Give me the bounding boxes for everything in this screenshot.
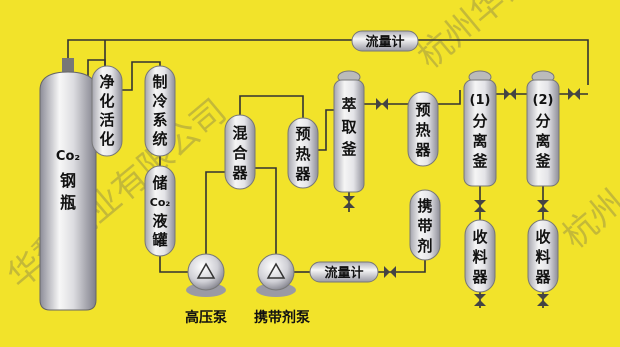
pipe-storage-pump	[159, 252, 192, 273]
entrainer-pump-label: 携带剂泵	[254, 309, 310, 326]
cylinder-label-co2: Co₂	[56, 149, 80, 164]
sep2-char-2: 分	[535, 112, 550, 130]
valve-sep2-out	[568, 88, 580, 100]
mixer-column: 混 合 器	[224, 114, 256, 190]
storage-char-1: 储	[152, 174, 167, 192]
collector-2-column: 收 料 器	[527, 219, 559, 293]
preheater-b-char-1: 预	[415, 101, 430, 119]
pipe-entrainer-mixer	[255, 167, 277, 258]
preheater-b-column: 预 热 器	[407, 91, 439, 167]
cooling-char-2: 冷	[152, 92, 167, 110]
preheater-b-char-3: 器	[414, 141, 431, 159]
collector2-char-3: 器	[534, 268, 551, 286]
flowmeter-top-label: 流量计	[365, 34, 404, 50]
purifier-column: 净 化 活 化	[91, 65, 123, 157]
co2-cylinder: Co₂ 钢 瓶	[39, 58, 97, 311]
valve-extractor-bottom	[343, 196, 355, 208]
extraction-vessel: 萃 取 釜	[333, 70, 365, 193]
valve-extractor-out	[376, 98, 388, 110]
purifier-char-3: 活	[99, 111, 114, 129]
extractor-char-3: 釜	[340, 140, 357, 158]
flowmeter-bottom-label: 流量计	[324, 265, 363, 281]
cylinder-valve-head	[62, 58, 74, 72]
sep2-char-3: 离	[535, 132, 550, 150]
pipe-pump-mixer	[205, 171, 226, 258]
valve-sep1-bottom	[474, 200, 486, 212]
sep2-char-4: 釜	[534, 152, 551, 170]
preheater-a-char-2: 热	[295, 145, 310, 163]
pipe-preheater-extractor	[316, 109, 334, 151]
storage-char-3: 液	[152, 212, 168, 230]
mixer-char-2: 合	[231, 144, 248, 162]
separator-1-vessel: (1) 分 离 釜	[463, 70, 497, 187]
preheater-a-char-1: 预	[295, 125, 310, 143]
sep2-char-1: (2)	[533, 93, 554, 108]
cooling-char-3: 系	[152, 111, 167, 129]
entrainer-char-2: 带	[417, 217, 432, 235]
valve-collector1-bottom	[474, 294, 486, 306]
collector2-char-2: 料	[535, 248, 550, 266]
entrainer-column: 携 带 剂	[409, 189, 441, 261]
pipe-top-loop	[67, 39, 589, 85]
sep1-char-2: 分	[472, 112, 487, 130]
valve-collector2-bottom	[537, 294, 549, 306]
storage-char-2: Co₂	[150, 196, 171, 209]
preheater-b-char-2: 热	[415, 121, 430, 139]
preheater-a-char-3: 器	[294, 165, 311, 183]
separator-2-vessel: (2) 分 离 釜	[526, 70, 560, 187]
storage-char-4: 罐	[151, 231, 167, 249]
entrainer-char-1: 携	[417, 197, 432, 215]
preheater-a-column: 预 热 器	[287, 117, 319, 189]
valve-sep2-bottom	[537, 200, 549, 212]
sep1-char-1: (1)	[470, 93, 491, 108]
mixer-char-1: 混	[232, 124, 247, 142]
pipe-purifier-cooling	[120, 61, 161, 91]
collector1-char-3: 器	[471, 268, 488, 286]
flowmeter-bottom: 流量计	[309, 261, 379, 283]
purifier-char-2: 化	[99, 92, 114, 110]
sep1-char-3: 离	[472, 132, 487, 150]
high-pressure-pump-label: 高压泵	[185, 309, 227, 326]
purifier-char-1: 净	[99, 73, 114, 91]
collector-1-column: 收 料 器	[464, 219, 496, 293]
collector1-char-1: 收	[472, 228, 487, 246]
high-pressure-pump: 高压泵	[185, 253, 227, 326]
pipe-preheaterb-sep1	[438, 90, 461, 105]
purifier-char-4: 化	[99, 130, 114, 148]
cylinder-label-2: 瓶	[60, 193, 76, 212]
cylinder-label-1: 钢	[60, 171, 76, 190]
entrainer-pump: 携带剂泵	[254, 253, 310, 326]
pipe-mixer-preheater	[239, 95, 304, 118]
extractor-char-1: 萃	[341, 96, 356, 114]
flowmeter-top: 流量计	[351, 30, 419, 52]
collector1-char-2: 料	[472, 248, 487, 266]
cooling-char-4: 统	[152, 130, 167, 148]
entrainer-char-3: 剂	[417, 237, 432, 255]
cooling-char-1: 制	[152, 73, 167, 91]
valve-sep1-out	[504, 88, 516, 100]
extractor-char-2: 取	[341, 118, 357, 136]
valve-entrainer-line	[384, 266, 396, 278]
cooling-system-column: 制 冷 系 统	[144, 65, 176, 157]
mixer-char-3: 器	[231, 164, 248, 182]
sep1-char-4: 釜	[471, 152, 488, 170]
collector2-char-1: 收	[535, 228, 550, 246]
co2-storage-tank: 储 Co₂ 液 罐	[144, 165, 176, 257]
